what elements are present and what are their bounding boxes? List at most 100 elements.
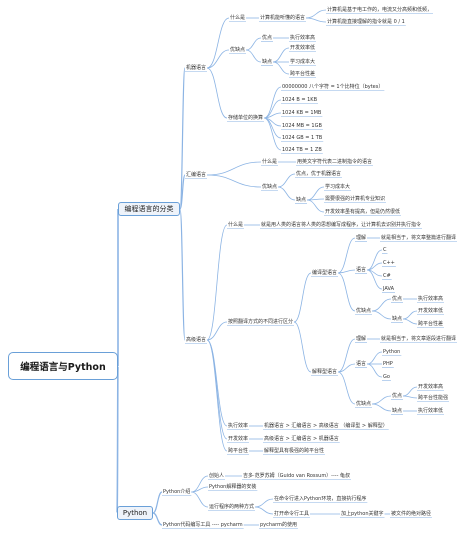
- node-py-cjr[interactable]: 创始人: [209, 473, 225, 479]
- node-hb-yqd[interactable]: 优缺点: [262, 184, 278, 190]
- root-node[interactable]: 编程语言与Python: [8, 352, 118, 380]
- node-js-php[interactable]: PHP: [383, 361, 393, 367]
- edge-jq-yd: [245, 37, 262, 51]
- node-jq-ssm-t[interactable]: 计算机能听懂的语言: [260, 15, 306, 21]
- node-by-yy[interactable]: 语言: [356, 267, 367, 273]
- node-py-yx[interactable]: 运行程序的两种方式: [209, 504, 255, 510]
- node-cc[interactable]: 存储单位的换算: [228, 115, 264, 121]
- node-jq-ssm-b[interactable]: 计算机能直接理解的指令就是 0 / 1: [327, 19, 405, 25]
- node-by-cpp[interactable]: C++: [383, 260, 395, 266]
- edge-hb-yd: [277, 173, 296, 188]
- node-jq-qd3[interactable]: 跨平台性差: [290, 71, 316, 77]
- node-py-js[interactable]: Python介绍: [163, 489, 191, 495]
- edge-by-qd1: [402, 310, 418, 320]
- node-gj-ssm[interactable]: 什么是: [228, 222, 244, 228]
- node-gj-fl[interactable]: 按照翻译方式的不同进行区分: [228, 319, 294, 325]
- node-py-yx1[interactable]: 在命令行进入Python环境，直接执行程序: [274, 496, 367, 502]
- node-jq-yd[interactable]: 优点: [262, 35, 273, 41]
- node-jq-ssm-a[interactable]: 计算机是基于电工作的，电流又分高频和低频，: [327, 7, 433, 13]
- node-by-c[interactable]: C: [383, 247, 387, 253]
- node-jq-qd[interactable]: 缺点: [262, 59, 273, 65]
- edge-js-yy: [337, 363, 356, 373]
- node-zxxl-t[interactable]: 机器语言 > 汇编语言 > 高级语言 （编译型 > 解释型）: [264, 423, 388, 429]
- node-py-gj-t[interactable]: pycharm的使用: [260, 522, 297, 528]
- node-by-ll-t[interactable]: 就是相当于，将文章整篇进行翻译: [381, 235, 457, 241]
- edge-root-python: [116, 365, 119, 514]
- edge-hb-yqd: [207, 174, 262, 188]
- node-jqyy[interactable]: 机器语言: [186, 65, 207, 71]
- node-py-yx2[interactable]: 打开命令行工具: [274, 511, 310, 517]
- node-jq-ssm[interactable]: 什么是: [230, 15, 246, 21]
- node-js[interactable]: 解释型语言: [312, 369, 338, 375]
- node-js-yd1[interactable]: 开发效率高: [418, 384, 444, 390]
- node-hb-qd[interactable]: 缺点: [296, 197, 307, 203]
- branch-language-classification[interactable]: 编程语言的分类: [118, 202, 180, 216]
- branch-python[interactable]: Python: [117, 506, 153, 520]
- node-py-yx2b[interactable]: 被文件的绝对路径: [391, 511, 432, 517]
- edge-js-yd2: [403, 395, 418, 399]
- edge-js-go: [366, 363, 383, 378]
- node-by-yd-t[interactable]: 执行效率高: [418, 296, 444, 302]
- node-by-qd1[interactable]: 开发效率低: [418, 308, 444, 314]
- node-py-cjr-t[interactable]: 吉多·范罗苏姆（Guido van Rossum）---- 龟叔: [243, 473, 350, 479]
- node-by[interactable]: 编译型语言: [312, 270, 338, 276]
- node-by-ll[interactable]: 理解: [356, 235, 367, 241]
- node-js-yqd[interactable]: 优缺点: [356, 401, 372, 407]
- node-js-yd[interactable]: 优点: [392, 393, 403, 399]
- node-hb-yd[interactable]: 优点，优于机器语言: [296, 171, 342, 177]
- node-js-ll[interactable]: 理解: [356, 336, 367, 342]
- edge-py-jsq: [191, 486, 209, 493]
- node-cc6[interactable]: 1024 TB = 1 ZB: [282, 147, 322, 153]
- node-js-py[interactable]: Python: [383, 349, 401, 355]
- node-kfxl[interactable]: 开发效率: [228, 436, 249, 442]
- node-kpt-t[interactable]: 解释型具有极强的跨平台性: [264, 448, 325, 454]
- node-hb-ssm-t[interactable]: 用英文字符代表二进制指令的语言: [297, 159, 373, 165]
- node-hbyy[interactable]: 汇编语言: [186, 172, 207, 178]
- node-by-qd2[interactable]: 跨平台性差: [418, 321, 444, 327]
- node-jq-qd2[interactable]: 学习成本大: [290, 59, 316, 65]
- edge-by-yy: [338, 269, 356, 274]
- node-cc5[interactable]: 1024 GB = 1 TB: [282, 135, 323, 141]
- node-jq-yd-t[interactable]: 执行效率高: [290, 35, 316, 41]
- edge-jq-qd3: [272, 61, 290, 75]
- node-py-yx2a[interactable]: 加上python关键字: [341, 511, 384, 517]
- edge-by-yqd: [337, 272, 356, 312]
- node-by-java[interactable]: JAVA: [383, 286, 395, 292]
- edge-js-py: [366, 351, 383, 365]
- node-js-yy[interactable]: 语言: [356, 361, 367, 367]
- node-js-go[interactable]: Go: [383, 374, 390, 380]
- node-js-yd2[interactable]: 跨平台性能强: [418, 395, 449, 401]
- node-gj-ssm-t[interactable]: 就是用人类的语言将人类的思想编写成程序，让计算机去识别并执行指令: [261, 222, 422, 228]
- edge-by-yd: [371, 298, 392, 312]
- edge-py-yx2: [255, 506, 274, 515]
- node-kpt[interactable]: 跨平台性: [228, 448, 249, 454]
- node-js-qd1[interactable]: 执行效率低: [418, 408, 444, 414]
- node-py-gj[interactable]: Python代码编写工具 ---- pycharm: [163, 522, 243, 528]
- node-kfxl-t[interactable]: 高级语言 > 汇编语言 > 机器语言: [264, 436, 339, 442]
- node-cc1[interactable]: 00000000 八个字符 = 1个比特位（bytes）: [282, 84, 384, 90]
- node-hb-qd2[interactable]: 需要很强的计算机专业知识: [325, 196, 386, 202]
- node-hb-qd3[interactable]: 开发效率虽有提高，但是仍然很低: [325, 209, 401, 215]
- node-js-qd[interactable]: 缺点: [392, 408, 403, 414]
- node-cc4[interactable]: 1024 MB = 1GB: [282, 123, 322, 129]
- node-by-yqd[interactable]: 优缺点: [356, 308, 372, 314]
- edge-by-qd: [372, 310, 392, 320]
- node-by-yd[interactable]: 优点: [392, 296, 403, 302]
- edge-cc1: [263, 86, 282, 119]
- node-py-jsq[interactable]: Python解释器的安装: [209, 484, 257, 490]
- edge-py-js: [152, 491, 163, 514]
- node-cc3[interactable]: 1024 KB = 1MB: [282, 110, 322, 116]
- node-jq-qd1[interactable]: 开发效率低: [290, 45, 316, 51]
- node-zxxl[interactable]: 执行效率: [228, 423, 249, 429]
- node-by-cs[interactable]: C#: [383, 273, 391, 279]
- node-by-qd[interactable]: 缺点: [392, 316, 403, 322]
- node-hb-qd1[interactable]: 学习成本大: [325, 184, 351, 190]
- node-jq-yqd[interactable]: 优缺点: [230, 47, 246, 53]
- node-hb-ssm[interactable]: 什么是: [262, 159, 278, 165]
- node-js-ll-t[interactable]: 就是相当于，将文章逐段进行翻译: [381, 336, 457, 342]
- edge-hb-qd: [277, 186, 296, 201]
- edge-js-yd1: [402, 386, 418, 397]
- node-gjyy[interactable]: 高级语言: [186, 337, 207, 343]
- node-cc2[interactable]: 1024 B = 1KB: [282, 97, 318, 103]
